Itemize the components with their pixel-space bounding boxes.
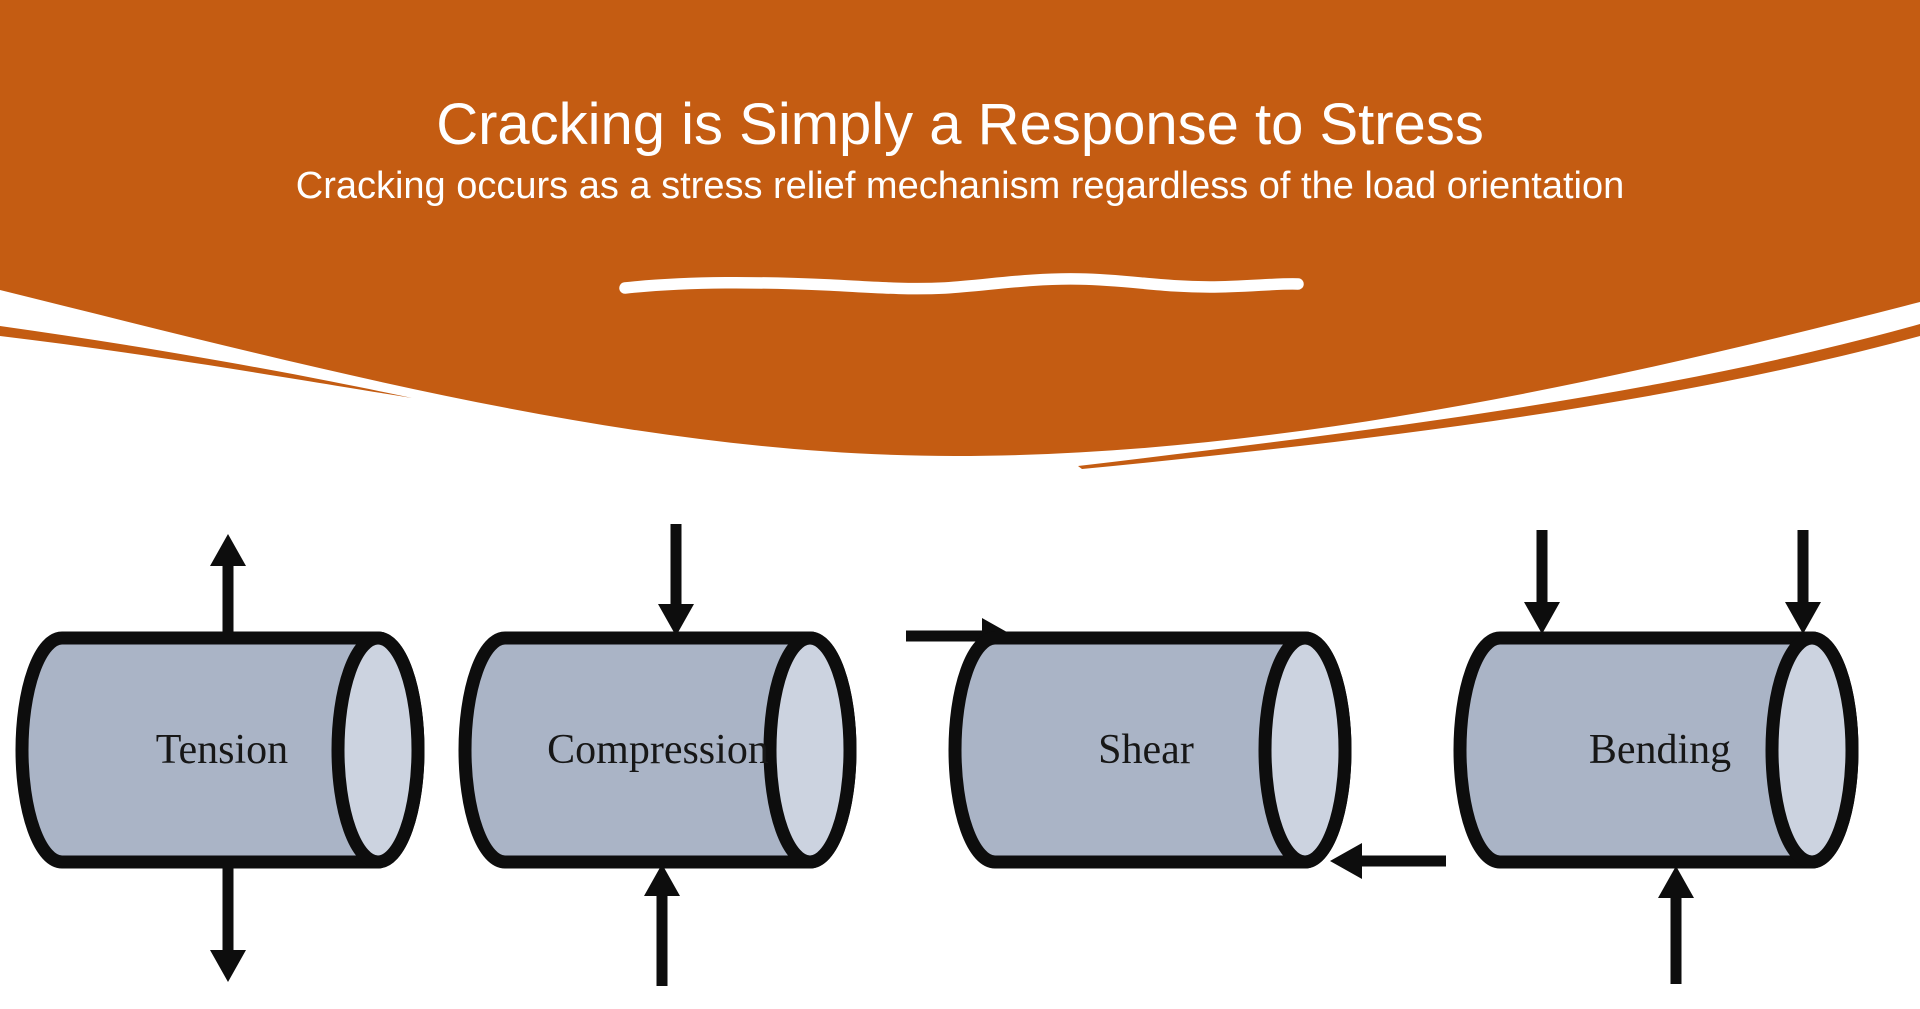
underline-squiggle-icon	[619, 273, 1304, 295]
cylinder-face	[1765, 631, 1859, 869]
banner-swoosh-left	[0, 326, 412, 398]
cylinder-face	[763, 631, 857, 869]
banner-shape	[0, 0, 1920, 456]
shear-diagram: Shear	[906, 618, 1446, 879]
cylinder-face	[331, 631, 425, 869]
bending-diagram: Bending	[1453, 530, 1859, 984]
bending-arrow-down-right-icon	[1785, 530, 1821, 634]
compression-diagram: Compression	[458, 524, 857, 986]
slide-subtitle: Cracking occurs as a stress relief mecha…	[295, 165, 1625, 207]
compression-arrow-up-icon	[644, 864, 680, 986]
bending-arrow-up-icon	[1658, 866, 1694, 984]
compression-arrow-down-icon	[658, 524, 694, 636]
header-banner	[0, 0, 1920, 469]
cylinder-label: Tension	[156, 727, 288, 773]
tension-arrow-down-icon	[210, 864, 246, 982]
tension-arrow-up-icon	[210, 534, 246, 636]
cylinder-label: Compression	[547, 727, 769, 773]
bending-arrow-down-left-icon	[1524, 530, 1560, 634]
slide-title: Cracking is Simply a Response to Stress	[436, 92, 1484, 157]
cylinder-label: Shear	[1098, 727, 1194, 773]
tension-diagram: Tension	[15, 534, 425, 982]
shear-arrow-left-icon	[1330, 843, 1446, 879]
cylinder-label: Bending	[1589, 727, 1731, 773]
cylinder-face	[1258, 631, 1352, 869]
